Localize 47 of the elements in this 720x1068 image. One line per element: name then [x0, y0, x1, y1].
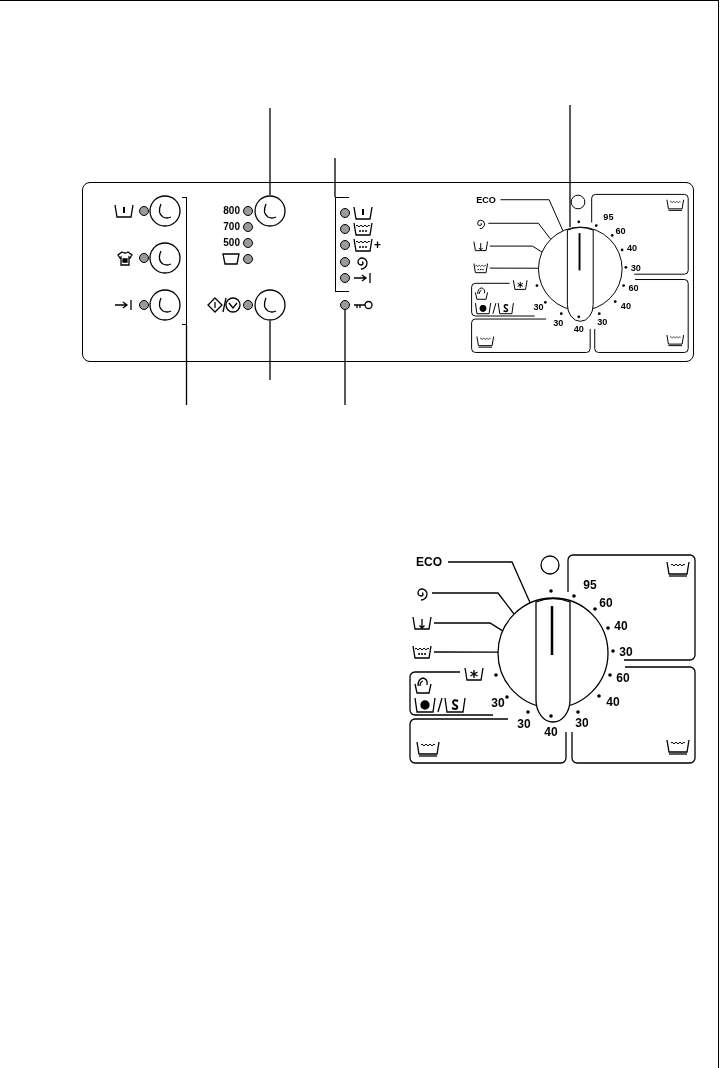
leader-line [334, 157, 336, 198]
temperature-label: 40 [573, 323, 584, 335]
temperature-label: 40 [544, 725, 558, 739]
leader-line [344, 309, 346, 406]
wash-tub-icon [412, 645, 432, 659]
temperature-label: 95 [603, 211, 614, 223]
spin-speed-label: 800 [222, 205, 240, 217]
spin-speed-label: 500 [222, 237, 240, 249]
temperature-label: 40 [614, 619, 628, 633]
temperature-label: 30 [491, 696, 505, 710]
leader-line [487, 222, 552, 240]
leader-line [569, 104, 571, 228]
temperature-label: 30 [553, 317, 564, 329]
temperature-label: 60 [615, 225, 626, 237]
spiral-icon [414, 585, 430, 601]
temperature-label: 30 [575, 716, 589, 730]
leader-line [431, 592, 515, 615]
temperature-label: 40 [620, 300, 631, 312]
drain-tub-icon [412, 616, 432, 630]
push-button [254, 195, 286, 227]
leader-line [269, 320, 271, 381]
temperature-label: 30 [619, 645, 633, 659]
temperature-label: 30 [630, 262, 641, 274]
temperature-label: 30 [517, 717, 531, 731]
leader-line [447, 561, 531, 604]
leader-line [269, 107, 271, 196]
plus-sign: + [374, 238, 381, 252]
temperature-label: 30 [597, 316, 608, 328]
bracket [182, 197, 187, 325]
temperature-label: 30 [533, 301, 544, 313]
temperature-label: 60 [616, 671, 630, 685]
push-button [149, 289, 181, 321]
indicator-light [340, 300, 350, 310]
temperature-label: 60 [599, 596, 613, 610]
push-button [149, 195, 181, 227]
program-label: ECO [416, 555, 446, 569]
temperature-label: 95 [583, 578, 597, 592]
program-label: ECO [476, 194, 499, 206]
temperature-label: 40 [626, 243, 638, 254]
temperature-label: 60 [628, 282, 639, 294]
push-button [149, 242, 181, 274]
leader-line [185, 324, 188, 406]
leader-line [433, 651, 499, 653]
leader-line [433, 622, 504, 632]
spin-speed-label: 700 [222, 221, 240, 233]
push-button [254, 289, 286, 321]
temperature-label: 40 [606, 695, 620, 709]
